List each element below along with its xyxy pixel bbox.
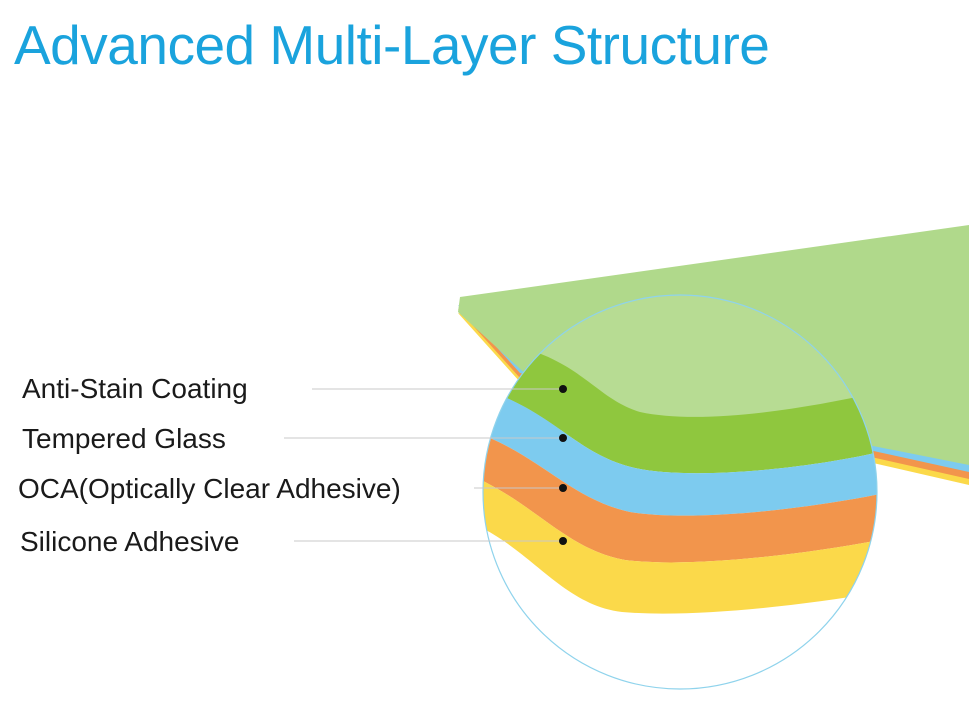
marker-dot-silicone <box>559 537 567 545</box>
page-title: Advanced Multi-Layer Structure <box>14 14 769 76</box>
layer-oca <box>483 418 877 563</box>
marker-dot-tempered-glass <box>559 434 567 442</box>
marker-dots <box>559 385 567 545</box>
marker-dot-oca <box>559 484 567 492</box>
label-tempered-glass: Tempered Glass <box>22 423 226 454</box>
layer-anti-stain <box>483 320 877 474</box>
label-silicone: Silicone Adhesive <box>20 526 239 557</box>
layer-tempered-glass <box>483 370 877 516</box>
layer-labels: Anti-Stain Coating Tempered Glass OCA(Op… <box>18 373 401 557</box>
lens-outline <box>482 294 878 690</box>
label-oca: OCA(Optically Clear Adhesive) <box>18 473 401 504</box>
layer-silicone <box>483 462 877 614</box>
leader-lines <box>284 388 560 542</box>
marker-dot-anti-stain <box>559 385 567 393</box>
label-anti-stain: Anti-Stain Coating <box>22 373 248 404</box>
